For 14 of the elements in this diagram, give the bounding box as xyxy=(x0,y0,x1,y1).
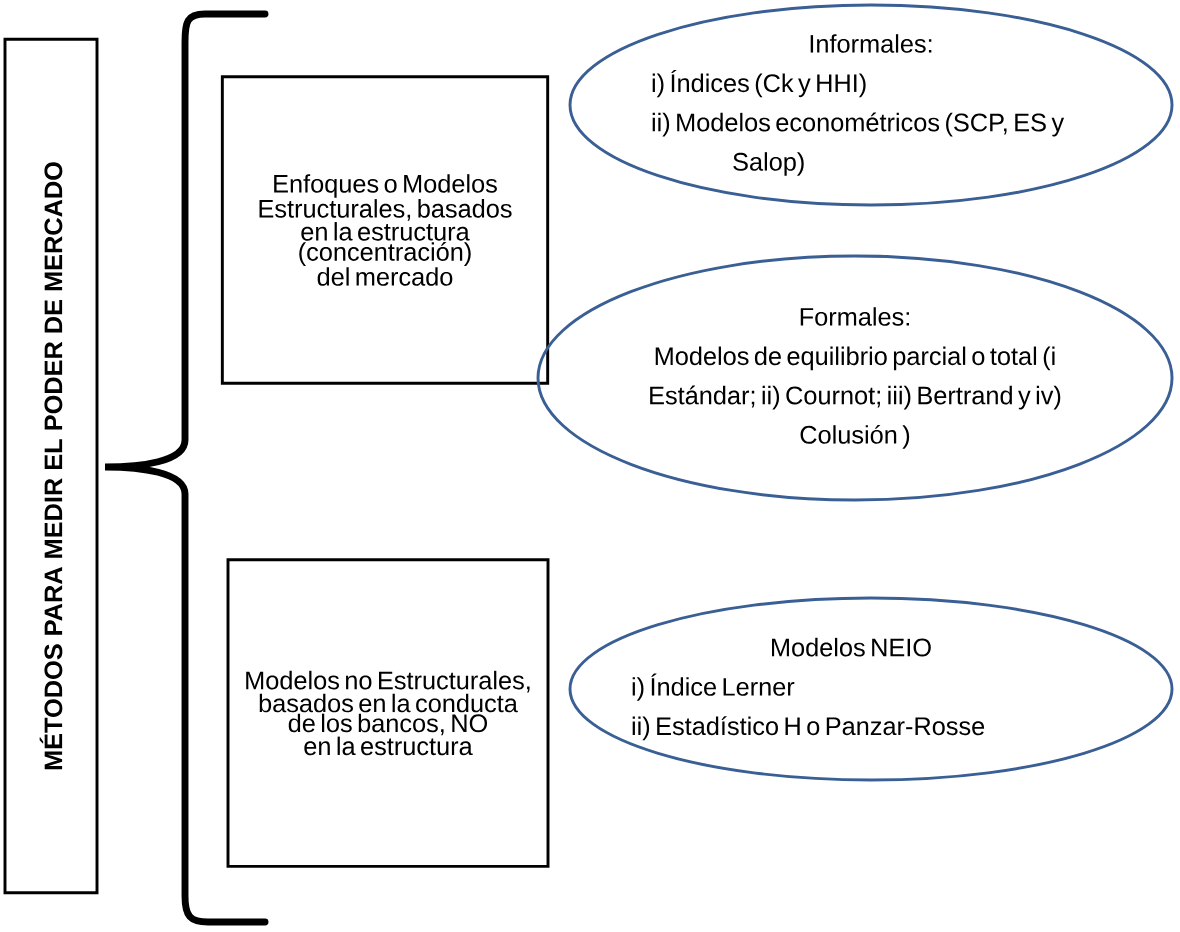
heading-text: Informales: xyxy=(810,34,932,53)
heading-text: Modelos NEIO xyxy=(772,637,931,657)
ellipse xyxy=(536,254,1174,502)
text-box: Modelos no Estructurales, basados en la conducta de los bancos, NO en la estructura xyxy=(226,558,550,868)
list-item: ii) Estadístico H o Panzar-Rosse xyxy=(632,716,985,741)
body-text: Modelos de equilibrio parcial o total (i Estándar; ii) Cournot; iii) Bertrand y iv) Colusión ) xyxy=(650,346,1061,449)
list-item: ii) Modelos econométricos (SCP, ES y Salop) xyxy=(652,112,1065,176)
ellipse xyxy=(568,3,1174,207)
heading-text: Formales: xyxy=(800,307,909,326)
list-item: i) Índice Lerner xyxy=(632,673,795,701)
title-box: MÉTODOS PARA MEDIR EL PODER DE MERCADO xyxy=(3,37,99,895)
ellipse xyxy=(568,596,1174,782)
list-item: i) Índices (Ck y HHI) xyxy=(652,69,866,98)
text-box: Enfoques o Modelos Estructurales, basados en la estructura (concentración) del mercado xyxy=(220,75,550,385)
